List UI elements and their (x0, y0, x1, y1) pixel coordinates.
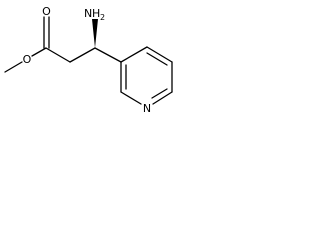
ring-bond-2 (120, 91, 142, 105)
bond-oxygen-carbonyl (31, 47, 47, 57)
ester-oxygen-label: O (23, 53, 32, 66)
bond-ch2-chiral (69, 47, 96, 63)
amine-hydrogen-label: H (92, 7, 100, 20)
ring-bond-5 (146, 46, 173, 63)
bond-chiral-ring (94, 47, 122, 63)
bonds (4, 16, 173, 105)
chemical-structure: O O N H 2 N (4, 5, 173, 115)
bond-methyl-oxygen (4, 61, 23, 73)
ring-bond-3 (152, 91, 173, 105)
carbonyl-oxygen-label: O (42, 5, 51, 18)
ring-bond-5-inner (146, 52, 168, 66)
wedge-bond-amine (92, 19, 98, 48)
ring-nitrogen-label: N (143, 102, 151, 115)
ring-bond-3-inner (151, 88, 168, 99)
ring-bond-6 (120, 46, 148, 63)
amine-nitrogen-label: N (84, 7, 92, 20)
bond-carbonyl-ch2 (45, 47, 71, 63)
atom-labels: O O N H 2 N (23, 5, 151, 115)
amine-subscript-label: 2 (100, 13, 105, 22)
